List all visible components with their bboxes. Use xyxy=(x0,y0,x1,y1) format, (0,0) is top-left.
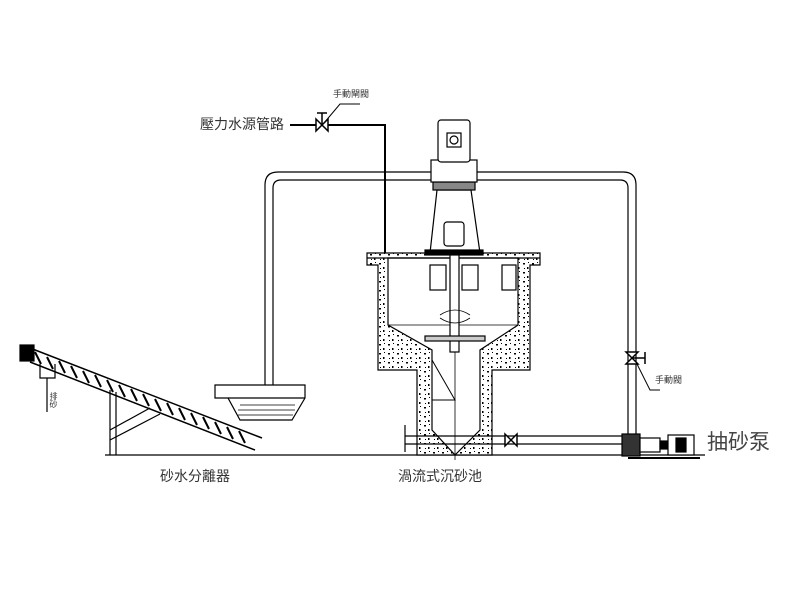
label-manual-valve: 手動閥 xyxy=(655,376,683,386)
label-sand-discharge: 排砂 xyxy=(49,392,58,408)
label-manual-gate-valve: 手動閘閥 xyxy=(333,90,370,100)
sand-suction-pipe xyxy=(404,425,625,452)
label-vortex-grit-chamber: 渦流式沉砂池 xyxy=(398,469,482,485)
sand-pump-icon xyxy=(621,433,700,459)
sand-water-separator xyxy=(19,344,306,455)
label-pressure-water-line: 壓力水源管路 xyxy=(200,117,284,133)
label-sand-pump: 抽砂泵 xyxy=(707,430,770,454)
label-sand-water-separator: 砂水分離器 xyxy=(160,469,230,485)
manual-valve-icon xyxy=(624,351,660,391)
manual-gate-valve-icon xyxy=(315,103,360,133)
grit-chamber-cavity xyxy=(387,257,519,456)
